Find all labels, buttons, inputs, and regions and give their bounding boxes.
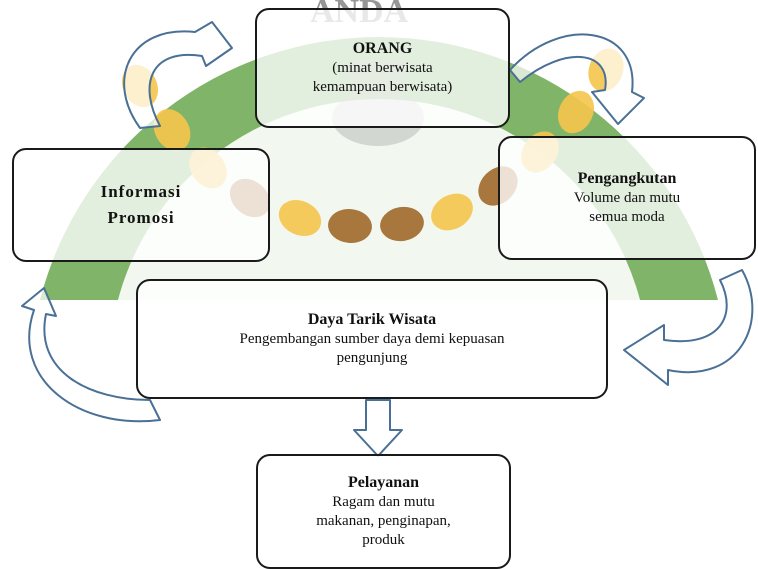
arrow-info-to-orang bbox=[123, 21, 233, 129]
orang-line-1: (minat berwisata bbox=[332, 60, 433, 76]
informasi-line-1: Informasi bbox=[100, 182, 182, 201]
box-daya-tarik-wisata: Daya Tarik Wisata Pengembangan sumber da… bbox=[136, 279, 608, 399]
pengangkutan-title: Pengangkutan bbox=[577, 170, 677, 187]
pelayanan-line-3: produk bbox=[362, 532, 405, 548]
watermark-ring bbox=[40, 37, 718, 300]
pengangkutan-line-2: semua moda bbox=[589, 209, 665, 225]
daya-tarik-title: Daya Tarik Wisata bbox=[307, 311, 437, 328]
box-informasi: Informasi Promosi bbox=[12, 148, 270, 262]
pelayanan-title: Pelayanan bbox=[347, 474, 420, 491]
box-pelayanan: Pelayanan Ragam dan mutu makanan, pengin… bbox=[256, 454, 511, 569]
informasi-line-2: Promosi bbox=[107, 208, 175, 227]
box-orang: ORANG (minat berwisata kemampuan berwisa… bbox=[255, 8, 510, 128]
daya-tarik-line-2: pengunjung bbox=[336, 350, 408, 366]
orang-title: ORANG bbox=[352, 40, 413, 57]
pelayanan-line-1: Ragam dan mutu bbox=[332, 494, 435, 510]
pengangkutan-line-1: Volume dan mutu bbox=[573, 190, 681, 206]
daya-tarik-line-1: Pengembangan sumber daya demi kepuasan bbox=[239, 331, 505, 347]
orang-line-2: kemampuan berwisata) bbox=[312, 79, 453, 95]
arrow-daya-to-pelayanan bbox=[353, 399, 403, 457]
arrow-orang-to-pengangkutan bbox=[509, 33, 645, 125]
arrow-daya-to-info bbox=[21, 287, 161, 423]
arrow-pengangkutan-to-daya bbox=[623, 269, 754, 386]
pelayanan-line-2: makanan, penginapan, bbox=[316, 513, 451, 529]
box-pengangkutan: Pengangkutan Volume dan mutu semua moda bbox=[498, 136, 756, 260]
